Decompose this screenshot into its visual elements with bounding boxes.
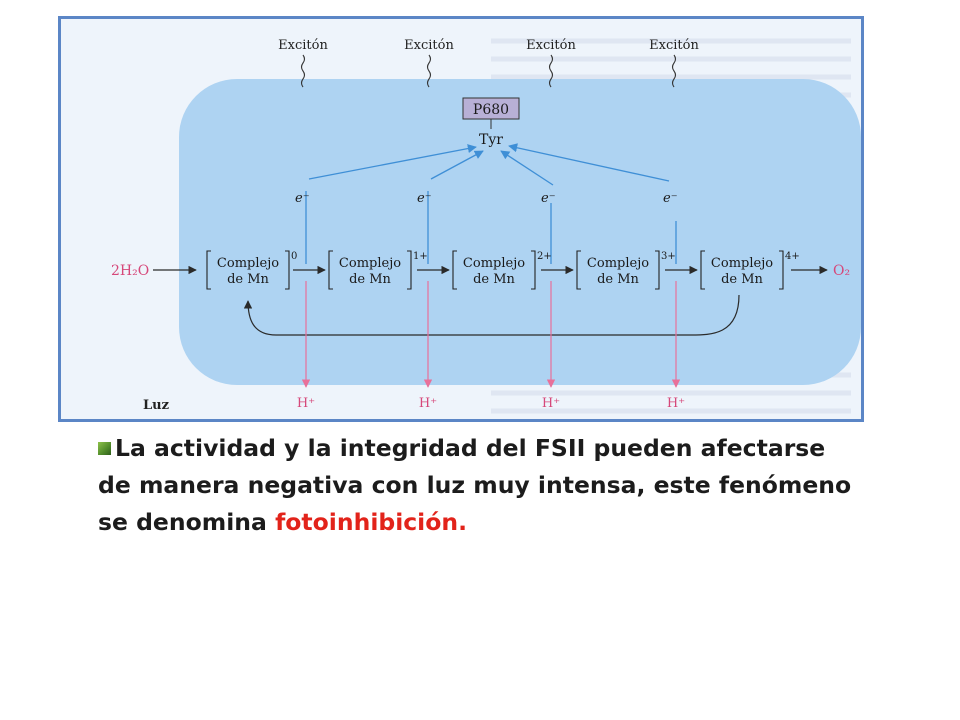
electron-label: e⁻ [663,191,678,206]
proton-label: H⁺ [419,396,437,411]
electron-label: e⁻ [541,191,556,206]
photosystem-ii-figure: Excitón Excitón Excitón Excitón P680 Tyr… [58,16,864,422]
mn-complex-2: Complejo de Mn 2+ [452,250,552,290]
complex-line1: Complejo [339,256,401,271]
proton-arrows [301,281,681,388]
complex-charge: 3+ [661,251,676,262]
exciton-wave [426,54,432,88]
electron-arrows [305,143,677,264]
proton-label: H⁺ [667,396,685,411]
membrane-region [179,79,861,385]
exciton-wave [671,54,677,88]
complex-line1: Complejo [587,256,649,271]
complex-charge: 0 [291,251,297,262]
complex-line2: de Mn [227,272,269,287]
exciton-label: Excitón [649,38,699,53]
cycle-return-arrow [243,294,740,336]
tyr-label: Tyr [479,132,503,148]
water-label: 2H₂O [111,263,149,279]
proton-label: H⁺ [297,396,315,411]
exciton-group: Excitón Excitón Excitón Excitón [278,38,699,88]
oxygen-label: O₂ [833,263,850,279]
electron-label: e⁻ [417,191,432,206]
bullet-square-icon [98,442,111,455]
mn-complex-0: Complejo de Mn 0 [206,250,297,290]
complex-charge: 1+ [413,251,428,262]
caption-text: La actividad y la integridad del FSII pu… [98,434,852,536]
mn-complex-3: Complejo de Mn 3+ [576,250,676,290]
complex-charge: 2+ [537,251,552,262]
exciton-wave [548,54,554,88]
electron-label: e⁻ [295,191,310,206]
mn-cluster-diagram: Excitón Excitón Excitón Excitón P680 Tyr… [111,38,861,414]
exciton-label: Excitón [526,38,576,53]
complex-line2: de Mn [349,272,391,287]
complex-line2: de Mn [597,272,639,287]
p680-label: P680 [473,102,509,118]
mn-complex-1: Complejo de Mn 1+ [328,250,428,290]
complex-line1: Complejo [711,256,773,271]
complex-charge: 4+ [785,251,800,262]
caption-paragraph: La actividad y la integridad del FSII pu… [98,430,858,541]
complex-line1: Complejo [217,256,279,271]
light-label: Luz [143,398,169,413]
complex-line1: Complejo [463,256,525,271]
complex-line2: de Mn [473,272,515,287]
proton-label: H⁺ [542,396,560,411]
exciton-label: Excitón [278,38,328,53]
caption-highlight: fotoinhibición. [275,508,468,536]
exciton-label: Excitón [404,38,454,53]
exciton-wave [300,54,306,88]
complex-line2: de Mn [721,272,763,287]
mn-complex-4: Complejo de Mn 4+ [700,250,800,290]
